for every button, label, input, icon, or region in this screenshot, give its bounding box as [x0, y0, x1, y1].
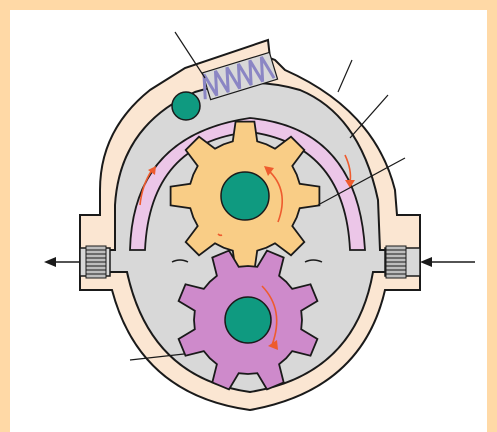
driven-gear-shaft: [225, 297, 271, 343]
drive-gear-shaft: [221, 172, 269, 220]
outlet-port: [80, 246, 110, 278]
inlet-thread: [386, 246, 406, 278]
relief-valve-ball: [172, 92, 200, 120]
inlet-port: [385, 246, 420, 278]
outlet-thread: [86, 246, 106, 278]
